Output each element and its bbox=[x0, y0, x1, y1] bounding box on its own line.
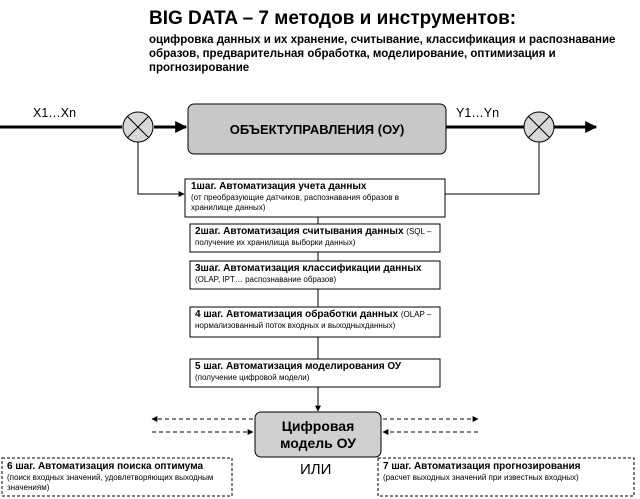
diagram-title: BIG DATA – 7 методов и инструментов: bbox=[149, 8, 517, 29]
plant-label: ОБЪЕКТУПРАВЛЕНИЯ (ОУ) bbox=[229, 121, 405, 137]
step-5-note: (получение цифровой модели) bbox=[195, 373, 310, 382]
step-4-note: нормализованный поток входных и выходных… bbox=[195, 321, 396, 330]
step-4-inline: (OLAP – bbox=[400, 310, 432, 319]
step-3-title: 3шаг. Автоматизация классификации данных bbox=[195, 263, 422, 274]
input-summator-icon bbox=[122, 111, 154, 143]
step-1-title: 1шаг. Автоматизация учета данных bbox=[191, 181, 367, 192]
step-6-title: 6 шаг. Автоматизация поиска оптимума bbox=[7, 461, 204, 472]
output-signal-label: Y1…Yn bbox=[456, 106, 500, 120]
step-7-note: (расчет выходных значений при известных … bbox=[383, 473, 579, 482]
step-3-box bbox=[189, 260, 441, 290]
step-6-text: 6 шаг. Автоматизация поиска оптимума (по… bbox=[7, 461, 229, 495]
step-2-text: 2шаг. Автоматизация считывания данных (S… bbox=[195, 226, 437, 251]
feedback-right-line bbox=[445, 142, 540, 195]
step-7-box bbox=[377, 457, 635, 497]
step-4-text: 4 шаг. Автоматизация обработки данных (O… bbox=[195, 309, 437, 336]
step-2-note: получение их хранилища выборки данных) bbox=[195, 238, 356, 247]
step-6-box bbox=[1, 457, 233, 497]
input-signal-label: X1…Xn bbox=[33, 106, 77, 120]
step-3-note: (OLAP, IPT… распознавание образов) bbox=[195, 275, 337, 284]
step-3-text: 3шаг. Автоматизация классификации данных… bbox=[195, 263, 437, 288]
model-label-line2: модель ОУ bbox=[280, 434, 356, 451]
step-4-title: 4 шаг. Автоматизация обработки данных bbox=[195, 309, 399, 320]
step-4-box bbox=[189, 306, 441, 338]
or-label: ИЛИ bbox=[300, 461, 332, 478]
step-1-text: 1шаг. Автоматизация учета данных (от пре… bbox=[191, 181, 441, 216]
step-7-text: 7 шаг. Автоматизация прогнозирования (ра… bbox=[383, 461, 631, 495]
step-5-title: 5 шаг. Автоматизация моделирования ОУ bbox=[195, 361, 402, 372]
step-5-box bbox=[189, 358, 441, 388]
feedback-left-line bbox=[137, 142, 185, 197]
model-box bbox=[254, 411, 382, 458]
step-1-note: (от преобразующие датчиков, распознавани… bbox=[191, 193, 399, 212]
step-2-title: 2шаг. Автоматизация считывания данных bbox=[195, 226, 404, 237]
output-summator-icon bbox=[523, 111, 555, 143]
model-label: Цифровая модель ОУ bbox=[255, 412, 381, 457]
step-1-box bbox=[184, 178, 446, 218]
step-2-inline: (SQL – bbox=[406, 227, 432, 236]
model-label-line1: Цифровая bbox=[281, 417, 355, 434]
plant-box bbox=[187, 103, 447, 155]
step-6-note: (поиск входных значений, удовлетворяющих… bbox=[7, 473, 214, 492]
step-5-text: 5 шаг. Автоматизация моделирования ОУ (п… bbox=[195, 361, 437, 386]
step-2-box bbox=[189, 223, 441, 253]
diagram-subtitle: оцифровка данных и их хранение, считыван… bbox=[149, 34, 616, 74]
step-7-title: 7 шаг. Автоматизация прогнозирования bbox=[383, 461, 581, 472]
